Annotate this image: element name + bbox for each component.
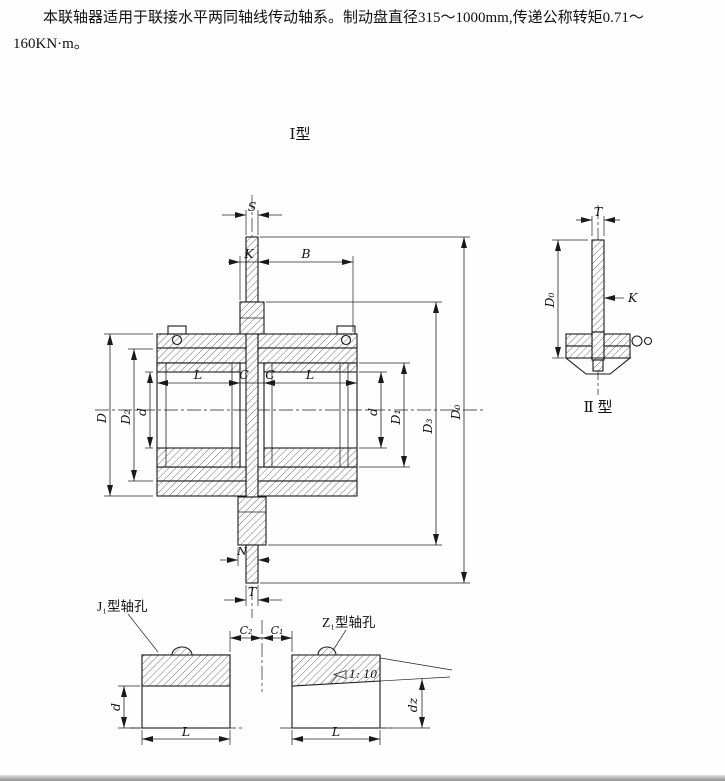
figure-label-type2: Ⅱ 型	[584, 399, 613, 416]
taper-symbol	[332, 669, 347, 680]
dim-label-T: T	[248, 584, 258, 599]
z1-plug-bump	[317, 646, 337, 656]
dim-label-D2: D₂	[118, 409, 133, 425]
type2-bolt-nut	[643, 336, 653, 346]
left-sleeve-bottom-inner	[156, 466, 247, 482]
intro-line2: 160KN·m。	[13, 35, 89, 52]
j1-leader-line	[127, 613, 159, 653]
dim-label-C2: C₂	[240, 624, 253, 637]
dim-label-L-j1: L	[181, 724, 190, 739]
type1-dimensions: S K B L C C L	[94, 199, 470, 606]
z1-leader-line	[331, 629, 347, 653]
disc-web	[245, 333, 259, 498]
type2-right-flange-outer	[603, 333, 631, 347]
dim-label-D0-type2: D₀	[542, 292, 557, 308]
taper-leader	[329, 675, 338, 685]
dim-label-B: B	[300, 246, 310, 261]
z1-hole-figure: Z₁型轴孔 1: 10 C₁ L	[262, 615, 453, 745]
right-sleeve-top-inner	[257, 347, 358, 364]
right-bolt-circle	[340, 334, 352, 346]
right-hub-top-wall	[263, 362, 358, 373]
j1-hole-figure: J₁型轴孔 d L C₂	[97, 599, 262, 745]
dim-label-dz: dz	[405, 697, 420, 712]
dim-label-L-z1: L	[331, 724, 340, 739]
dim-label-L-left: L	[193, 367, 202, 382]
right-hub-bottom-wall	[263, 447, 358, 468]
dim-label-L-right: L	[305, 367, 314, 382]
dim-label-D1: D₁	[388, 409, 403, 425]
left-sleeve-bottom-outer	[156, 480, 247, 497]
dim-label-K2: K	[627, 290, 638, 305]
dim-label-C-right: C	[265, 367, 275, 382]
shaft-hole-figures: J₁型轴孔 d L C₂	[97, 599, 453, 745]
centerlines	[95, 195, 485, 618]
j1-plug-bump	[171, 646, 193, 656]
type2-right-flange-inner	[603, 345, 631, 359]
right-bolt-head	[336, 325, 356, 335]
left-bolt-circle	[171, 334, 183, 346]
dim-label-d-j1: d	[108, 703, 123, 711]
type2-left-flange-outer	[565, 333, 593, 347]
type2-left-flange-inner	[565, 345, 593, 359]
dim-label-D3: D₃	[420, 418, 435, 434]
dim-label-C1: C₁	[271, 624, 284, 637]
dim-label-S: S	[248, 199, 257, 214]
dim-label-N: N	[236, 545, 247, 558]
type2-center-block	[592, 359, 604, 372]
z1-hole-label: Z₁型轴孔	[322, 615, 376, 630]
disc-bottom-tip	[245, 544, 259, 584]
j1-hub-wall	[141, 654, 231, 687]
scan-edge	[0, 775, 725, 781]
dim-label-K: K	[243, 246, 254, 261]
right-sleeve-bottom-inner	[257, 466, 358, 482]
left-hub-top-wall	[156, 362, 241, 373]
dim-label-d-left: d	[134, 408, 149, 416]
figure-label-type1: Ⅰ型	[290, 126, 311, 143]
type1-figure: S K B L C C L	[94, 195, 485, 618]
type2-disc-blade	[591, 239, 605, 333]
hub-sections	[156, 362, 358, 468]
dim-label-D: D	[94, 413, 109, 424]
type2-figure: T K D₀ Ⅱ 型	[542, 204, 653, 416]
type2-dimensions: T K D₀	[542, 204, 638, 359]
type2-bolt-head	[631, 335, 643, 347]
dim-label-C-left: C	[239, 367, 249, 382]
dim-label-d-right: d	[365, 408, 380, 416]
left-sleeve-top-inner	[156, 347, 247, 364]
brake-disc-section	[237, 236, 267, 584]
intro-line1: 本联轴器适用于联接水平两同轴线传动轴系。制动盘直径315～1000mm,传递公称…	[43, 10, 644, 26]
left-hub-bottom-wall	[156, 447, 241, 468]
j1-hole-label: J₁型轴孔	[97, 599, 148, 614]
left-sleeve-top-outer	[156, 333, 247, 349]
clamp-bolts	[167, 325, 356, 346]
disc-bottom-boss	[237, 496, 267, 546]
type2-disc-web	[591, 331, 605, 361]
right-sleeve-bottom-outer	[257, 480, 358, 497]
dim-label-T2: T	[594, 204, 604, 219]
left-bolt-head	[167, 325, 187, 335]
taper-extension-line	[379, 657, 453, 671]
dim-label-D0: D₀	[448, 404, 463, 420]
intro-paragraph: 本联轴器适用于联接水平两同轴线传动轴系。制动盘直径315～1000mm,传递公称…	[13, 6, 712, 57]
taper-ratio-label: 1: 10	[349, 668, 377, 681]
type2-cone-adapter	[564, 357, 632, 375]
